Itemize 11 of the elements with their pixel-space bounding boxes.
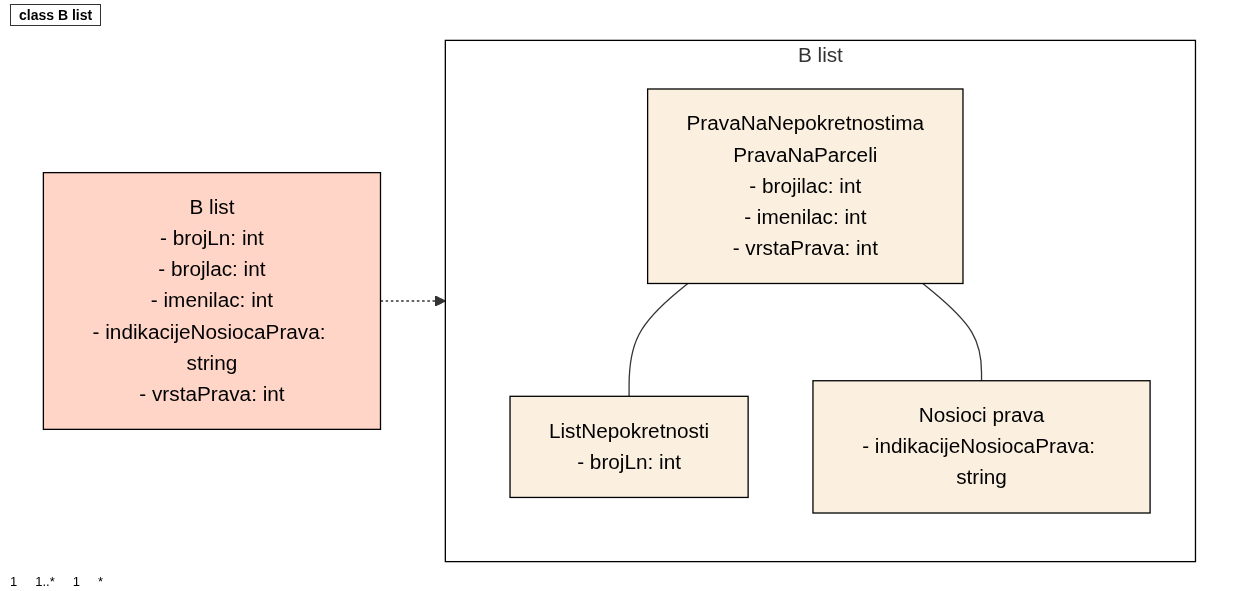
connector bbox=[628, 282, 689, 397]
node-box: Nosioci prava - indikacijeNosiocaPrava: string bbox=[812, 380, 1151, 514]
diagram-title: class B list bbox=[10, 4, 102, 26]
multiplicity-label: 1..* bbox=[35, 574, 55, 589]
node-box: PravaNaNepokretnostima PravaNaParceli - brojilac: int - imenilac: int - vrstaPrava: int bbox=[647, 88, 964, 285]
multiplicity-label: 1 bbox=[72, 574, 80, 589]
multiplicity-label: * bbox=[98, 574, 104, 589]
node-box: ListNepokretnosti - brojLn: int bbox=[509, 395, 749, 499]
connector bbox=[922, 282, 983, 382]
multiplicity-label: 1 bbox=[10, 574, 18, 589]
node-box: B list - brojLn: int - brojlac: int - imenilac: int - indikacijeNosiocaPrava: string - vrstaPrava: int bbox=[42, 172, 382, 430]
